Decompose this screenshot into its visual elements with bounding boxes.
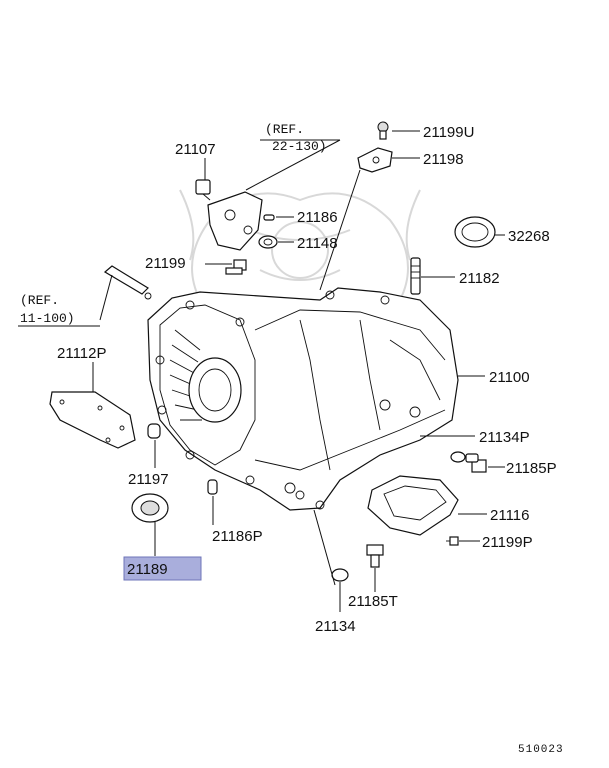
label-21199U: 21199U <box>423 124 474 141</box>
ref-top-line1: (REF. <box>265 122 304 137</box>
transmission-case <box>147 287 459 511</box>
label-21199: 21199 <box>145 255 186 272</box>
reference-note-top: (REF. 22-130) <box>265 122 327 154</box>
label-21134: 21134 <box>315 618 356 635</box>
part-21199P-bolt <box>446 536 459 546</box>
part-21198-bracket <box>357 147 393 173</box>
label-21182: 21182 <box>459 270 500 287</box>
label-21189: 21189 <box>127 561 168 578</box>
part-21185P-plug <box>465 453 487 473</box>
part-21112P-cover-plate <box>49 391 136 449</box>
label-32268: 32268 <box>508 228 550 245</box>
label-21148: 21148 <box>297 235 338 252</box>
leader-lines <box>92 130 505 612</box>
part-21134P-gasket <box>450 451 466 463</box>
label-21185T: 21185T <box>348 593 398 610</box>
label-21107: 21107 <box>175 141 216 158</box>
label-21197: 21197 <box>128 471 169 488</box>
part-21199-bolt <box>225 259 247 275</box>
part-21185T-plug <box>366 544 384 568</box>
part-21107-sensor <box>195 179 211 201</box>
cable-clip <box>103 265 152 300</box>
shift-linkage-assembly <box>207 191 263 251</box>
reference-note-left: (REF. 11-100) <box>18 293 100 327</box>
part-32268-oil-seal <box>454 216 496 248</box>
part-21134-gasket <box>331 568 349 582</box>
label-21116: 21116 <box>490 507 530 524</box>
part-21148-bushing <box>258 235 278 249</box>
ref-top-line2: 22-130) <box>272 139 327 154</box>
label-21185P: 21185P <box>506 460 557 477</box>
label-21186P: 21186P <box>212 528 263 545</box>
part-21116-cover <box>367 475 459 536</box>
part-21186P-pin <box>207 479 218 495</box>
diagram-code: 510023 <box>518 744 564 756</box>
part-21199U-bolt <box>377 121 389 140</box>
part-21182-stud <box>410 257 421 295</box>
ref-left-line1: (REF. <box>20 293 59 308</box>
part-21186-pin <box>263 214 275 221</box>
label-21199P: 21199P <box>482 534 533 551</box>
label-21134P: 21134P <box>479 429 530 446</box>
label-21198: 21198 <box>423 151 464 168</box>
label-21112P: 21112P <box>57 345 107 362</box>
ref-left-line2: 11-100) <box>20 311 75 326</box>
part-21189-plug <box>131 493 169 523</box>
label-21100: 21100 <box>489 369 530 386</box>
part-21197-pin <box>147 423 161 439</box>
highlight-box-21189 <box>123 556 202 581</box>
label-21186: 21186 <box>297 209 338 226</box>
